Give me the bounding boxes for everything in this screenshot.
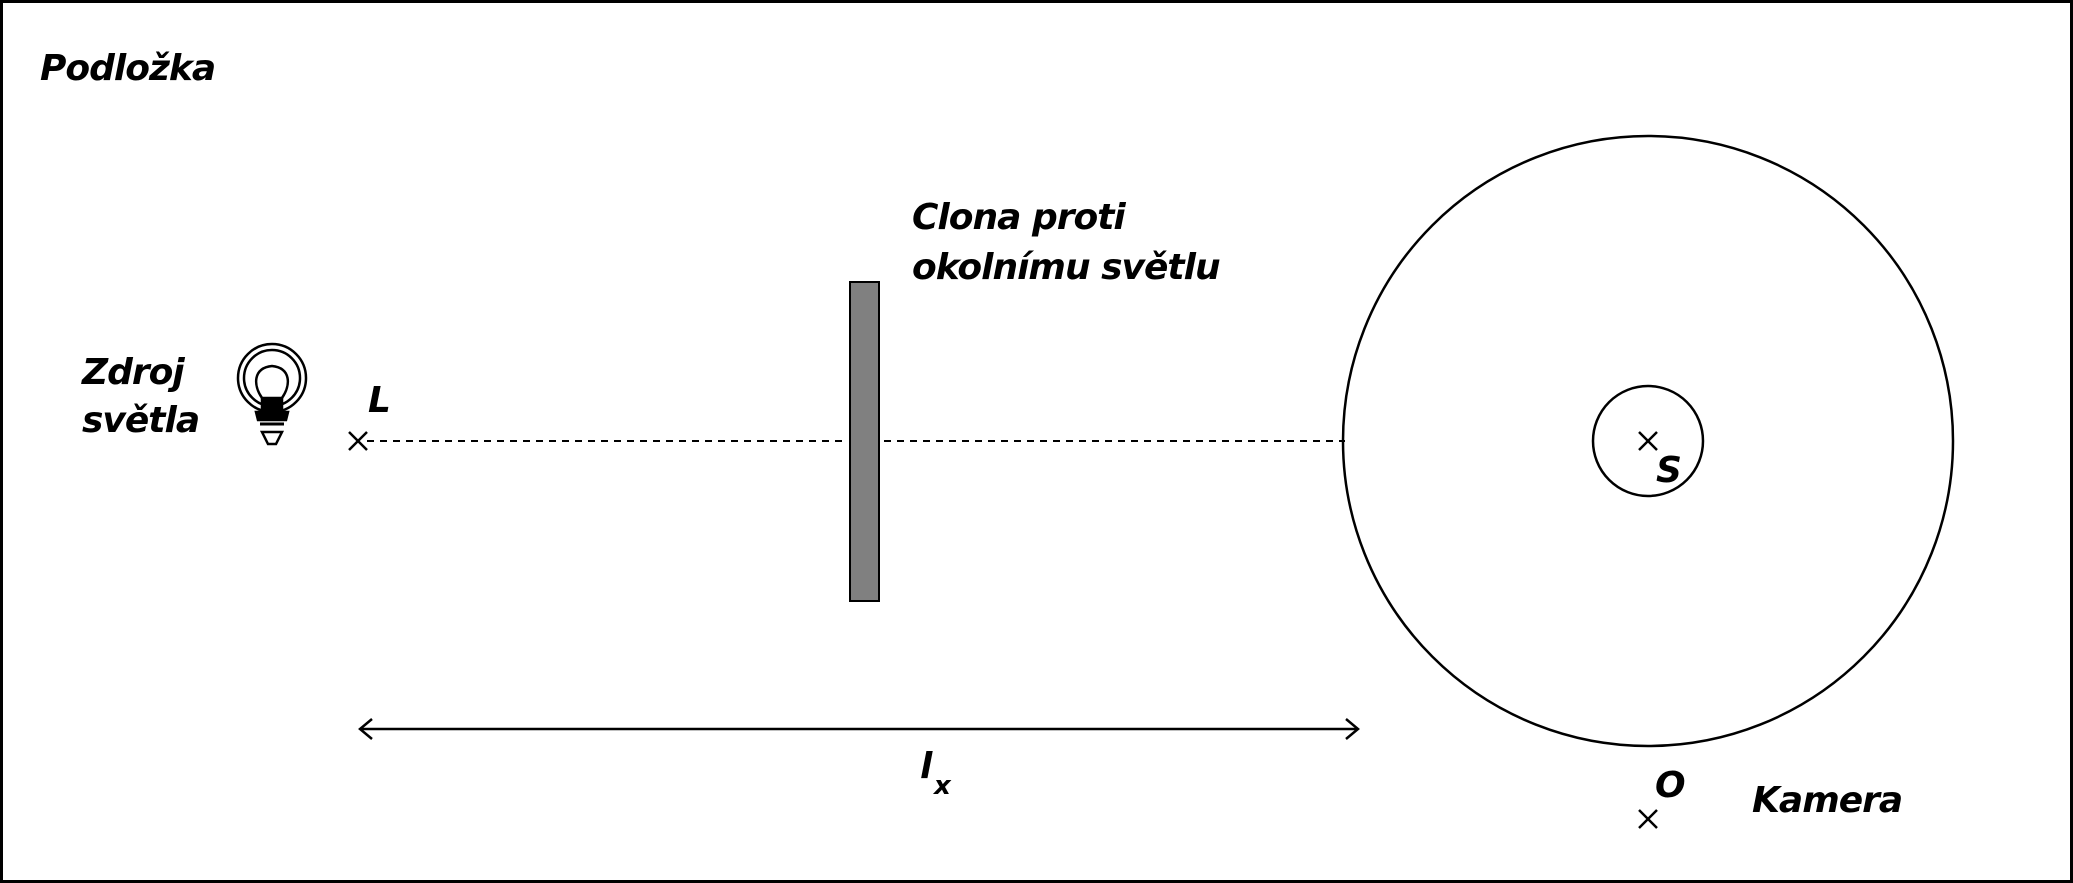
- point-O-label: O: [1655, 765, 1685, 806]
- screen-label-line1: Clona proti: [912, 197, 1126, 238]
- point-S-label: S: [1656, 450, 1681, 491]
- point-O-cross-icon: [1638, 809, 1658, 829]
- point-S-cross-icon: [1638, 431, 1658, 451]
- ambient-light-screen: [849, 281, 880, 602]
- large-circle: [1341, 134, 1955, 748]
- distance-arrow: [358, 718, 1360, 740]
- distance-label: l: [920, 746, 933, 787]
- lightbulb-icon: [236, 342, 308, 446]
- point-L-cross-icon: [348, 431, 368, 451]
- source-label-line2: světla: [82, 400, 199, 441]
- distance-label-base: l: [920, 746, 933, 787]
- pad-label: Podložka: [40, 48, 215, 89]
- small-circle: [1591, 384, 1705, 498]
- screen-label-line2: okolnímu světlu: [912, 247, 1220, 288]
- distance-label-subscript: x: [932, 771, 952, 801]
- camera-label: Kamera: [1752, 780, 1902, 821]
- point-L-label: L: [368, 380, 390, 421]
- source-label-line1: Zdroj: [81, 352, 185, 393]
